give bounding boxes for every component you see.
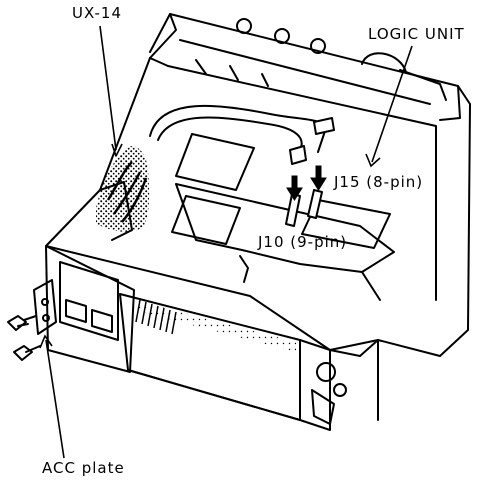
chip-1: [175, 133, 255, 191]
rear-knob-3: [310, 38, 326, 54]
logic-unit-board: [301, 199, 391, 249]
antenna-connector: [316, 362, 336, 382]
chassis-right-wall: [377, 85, 471, 357]
insert-arrow-j10: [286, 175, 303, 201]
ux14-leader: [99, 25, 117, 151]
chassis-inner-rim: [167, 65, 437, 301]
ux14-cable-bundle: [96, 146, 150, 232]
acc-plate: [33, 279, 57, 335]
label-logic-unit: LOGIC UNIT: [368, 25, 465, 43]
label-acc-plate: ACC plate: [42, 459, 125, 477]
screw-2: [13, 345, 41, 361]
acc-plate-leader: [45, 339, 65, 459]
j10-connector: [285, 193, 301, 227]
main-board: [175, 183, 395, 273]
chassis-top-edge: [149, 13, 177, 59]
logic-unit-leader: [371, 45, 413, 163]
label-j10: J10 (9-pin): [258, 233, 348, 251]
j15-connector: [307, 189, 323, 219]
rear-knob-1: [236, 18, 252, 34]
rear-knob-2: [274, 28, 290, 44]
label-ux14: UX-14: [72, 4, 123, 22]
insert-arrow-j15: [310, 165, 327, 191]
screw-1: [7, 315, 37, 331]
chip-2: [171, 195, 241, 245]
label-j15: J15 (8-pin): [334, 173, 424, 191]
